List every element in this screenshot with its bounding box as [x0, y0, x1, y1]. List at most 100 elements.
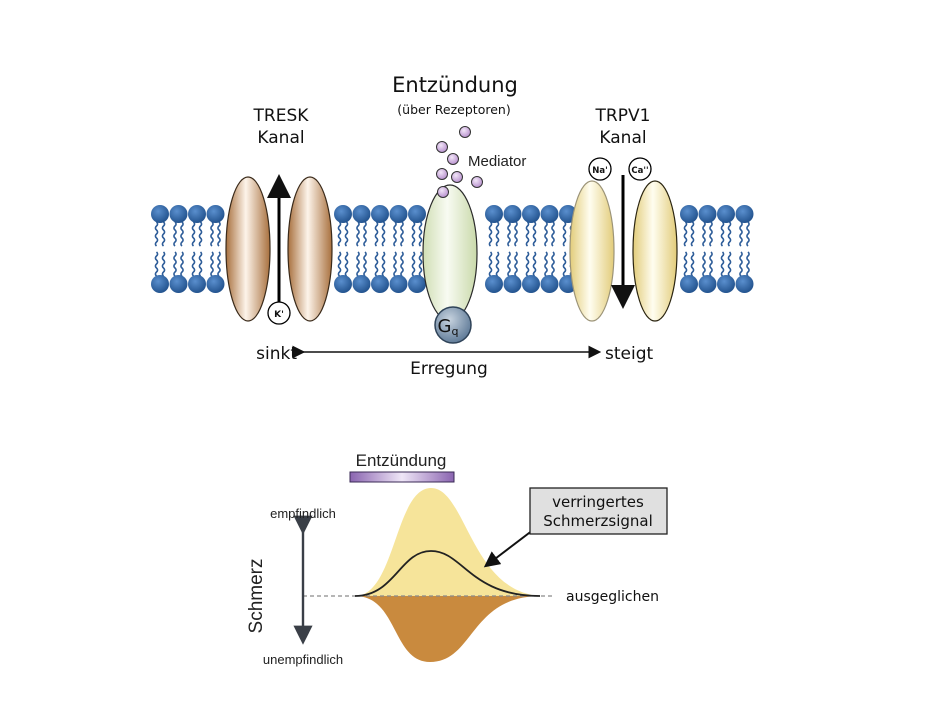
lipid-tail	[210, 221, 214, 247]
lipid-bilayer	[151, 205, 754, 293]
tresk-subtitle: Kanal	[257, 128, 304, 148]
lipid-tail	[210, 251, 214, 277]
lipid-tail	[356, 251, 360, 277]
lipid-tail	[161, 251, 166, 277]
lipid-head	[698, 205, 717, 223]
calcium-ion	[628, 157, 652, 181]
mediator-molecule	[451, 171, 463, 183]
lipid-tail	[709, 251, 713, 277]
lipid-tail	[418, 221, 423, 247]
lipid-tail	[720, 251, 725, 277]
lipid-tail	[739, 251, 743, 277]
lipid-tail	[683, 251, 688, 277]
lipid-head	[503, 205, 522, 223]
lipid-tail	[418, 251, 423, 277]
mediator-molecule	[436, 141, 448, 153]
lipid-tail	[495, 251, 500, 277]
lipid-tail	[191, 251, 196, 277]
mediator-molecule	[471, 176, 483, 188]
lipid-head	[698, 275, 717, 293]
inflammation-title: Entzündung	[392, 73, 518, 97]
lipid-head	[485, 205, 503, 223]
lipid-head	[151, 275, 169, 293]
lipid-head	[408, 275, 426, 293]
lipid-tail	[381, 221, 386, 247]
lipid-head	[188, 275, 206, 293]
lipid-tail	[746, 251, 750, 277]
lipid-head	[717, 205, 735, 223]
lipid-tail	[488, 221, 493, 247]
lipid-tail	[727, 221, 732, 247]
excitation-decreases-label: sinkt	[256, 344, 297, 364]
lipid-tail	[217, 221, 221, 247]
inflammation-duration-bar	[349, 471, 455, 483]
lipid-head	[717, 275, 735, 293]
lipid-tail	[488, 251, 493, 277]
lipid-tail	[374, 251, 379, 277]
lipid-tail	[161, 221, 166, 247]
lipid-head	[151, 205, 169, 223]
lipid-head	[408, 205, 426, 223]
lipid-head	[540, 205, 559, 223]
lipid-tail	[173, 251, 177, 277]
lipid-tail	[514, 221, 518, 247]
lipid-head	[389, 205, 408, 223]
lipid-tail	[191, 221, 196, 247]
lipid-tail	[337, 221, 342, 247]
lipid-head	[169, 275, 188, 293]
lipid-head	[352, 275, 371, 293]
lipid-head	[735, 275, 754, 293]
lipid-tail	[363, 221, 367, 247]
lipid-tail	[400, 251, 404, 277]
lipid-head	[169, 205, 188, 223]
lipid-tail	[507, 221, 511, 247]
lipid-tail	[173, 221, 177, 247]
sodium-ion	[588, 157, 612, 181]
lipid-tail	[532, 221, 537, 247]
pain-insensitivity-area	[355, 596, 541, 662]
callout-box	[529, 487, 668, 535]
excitation-label: Erregung	[410, 359, 488, 379]
lipid-tail	[532, 251, 537, 277]
callout-line-1: verringertes	[552, 493, 644, 511]
callout-arrow	[483, 529, 534, 568]
lipid-tail	[393, 221, 397, 247]
lipid-tail	[702, 221, 706, 247]
mediator-molecules: Mediator	[436, 126, 526, 198]
mediator-molecule	[436, 168, 448, 180]
lipid-head	[522, 205, 540, 223]
lipid-tail	[514, 251, 518, 277]
lipid-tail	[739, 221, 743, 247]
lipid-head	[352, 205, 371, 223]
lipid-head	[389, 275, 408, 293]
lipid-tail	[746, 221, 750, 247]
baseline-label: ausgeglichen	[566, 589, 659, 605]
lipid-tail	[551, 251, 555, 277]
lipid-tail	[411, 221, 416, 247]
pain-axis-title: Schmerz	[246, 559, 267, 634]
tresk-subunit-right	[287, 176, 333, 322]
lipid-tail	[562, 221, 567, 247]
lipid-head	[680, 275, 698, 293]
mediator-molecule	[447, 153, 459, 165]
potassium-ion	[267, 301, 291, 325]
lipid-head	[206, 275, 225, 293]
lipid-tail	[381, 251, 386, 277]
lipid-head	[188, 205, 206, 223]
trpv1-subunit-right	[632, 180, 678, 322]
inflammation-bar-label: Entzündung	[356, 451, 447, 470]
lipid-tail	[344, 221, 349, 247]
potassium-ion-label: K'	[274, 310, 284, 320]
lipid-tail	[544, 251, 548, 277]
lipid-tail	[411, 251, 416, 277]
lipid-tail	[180, 251, 184, 277]
lipid-tail	[525, 221, 530, 247]
tresk-channel: K' TRESK Kanal	[225, 106, 333, 325]
lipid-head	[485, 275, 503, 293]
lipid-head	[680, 205, 698, 223]
callout-line-2: Schmerzsignal	[543, 512, 653, 530]
lipid-head	[540, 275, 559, 293]
sodium-ion-label: Na'	[592, 166, 607, 176]
lipid-head	[371, 275, 389, 293]
mediator-molecule	[459, 126, 471, 138]
